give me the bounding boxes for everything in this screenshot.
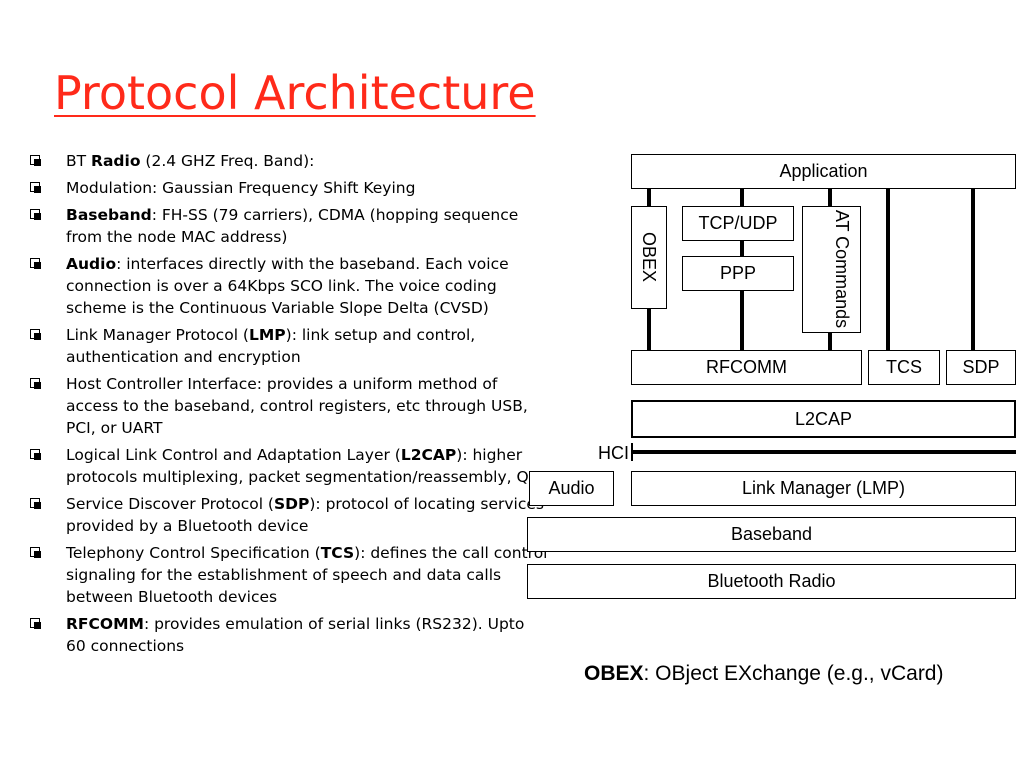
bullet-text: ): link setup and control, authenticatio…: [66, 326, 476, 366]
rfcomm-block: RFCOMM: [631, 350, 862, 385]
application-block: Application: [631, 154, 1016, 189]
checkbox-bullet-icon: [30, 209, 41, 220]
l2cap-block: L2CAP: [631, 400, 1016, 438]
checkbox-bullet-icon: [30, 449, 41, 460]
bullet-text: : interfaces directly with the baseband.…: [66, 255, 509, 317]
connector-line: [886, 188, 890, 351]
audio-block: Audio: [529, 471, 614, 506]
obex-footnote: OBEX: OBject EXchange (e.g., vCard): [584, 662, 943, 686]
bullet-item: BT Radio (2.4 GHZ Freq. Band):: [28, 150, 548, 172]
checkbox-bullet-icon: [30, 618, 41, 629]
hci-label: HCI: [598, 443, 629, 463]
bullet-item: Audio: interfaces directly with the base…: [28, 253, 548, 319]
obex-footnote-term: OBEX: [584, 662, 644, 685]
hci-line: [631, 450, 1016, 454]
bullet-text: Logical Link Control and Adaptation Laye…: [66, 446, 401, 464]
bullet-item: RFCOMM: provides emulation of serial lin…: [28, 613, 548, 657]
connector-line: [740, 188, 744, 208]
bullet-text: Modulation: Gaussian Frequency Shift Key…: [66, 179, 416, 197]
bluetooth-radio-block: Bluetooth Radio: [527, 564, 1016, 599]
link-manager-block: Link Manager (LMP): [631, 471, 1016, 506]
at-commands-block: [802, 206, 861, 333]
bullet-term: LMP: [248, 326, 286, 344]
ppp-block: PPP: [682, 256, 794, 291]
bullet-text: BT: [66, 152, 92, 170]
bullet-text: : provides emulation of serial links (RS…: [66, 615, 525, 655]
bullet-text: ): protocol of locating services provide…: [66, 495, 544, 535]
checkbox-bullet-icon: [30, 498, 41, 509]
bullet-item: Logical Link Control and Adaptation Laye…: [28, 444, 548, 488]
checkbox-bullet-icon: [30, 155, 41, 166]
bullet-term: Radio: [91, 152, 141, 170]
connector-line: [971, 188, 975, 351]
bullet-item: Baseband: FH-SS (79 carriers), CDMA (hop…: [28, 204, 548, 248]
connector-line: [647, 308, 651, 351]
baseband-block: Baseband: [527, 517, 1016, 552]
checkbox-bullet-icon: [30, 182, 41, 193]
connector-line: [740, 291, 744, 351]
bullet-text: (2.4 GHZ Freq. Band):: [140, 152, 315, 170]
obex-label: OBEX: [639, 231, 659, 283]
bullet-text: Host Controller Interface: provides a un…: [66, 375, 528, 437]
checkbox-bullet-icon: [30, 547, 41, 558]
checkbox-bullet-icon: [30, 329, 41, 340]
bullet-term: TCS: [320, 544, 355, 562]
at-commands-label: AT Commands: [832, 209, 852, 329]
bullet-text: Service Discover Protocol (: [66, 495, 274, 513]
bullet-list: BT Radio (2.4 GHZ Freq. Band): Modulation…: [28, 150, 548, 662]
obex-footnote-text: : OBject EXchange (e.g., vCard): [643, 662, 944, 685]
connector-line: [828, 332, 832, 351]
checkbox-bullet-icon: [30, 258, 41, 269]
bullet-text: ): defines the call control signaling fo…: [66, 544, 548, 606]
connector-line: [647, 188, 651, 208]
bullet-term: Audio: [66, 255, 117, 273]
checkbox-bullet-icon: [30, 378, 41, 389]
bullet-item: Telephony Control Specification (TCS): d…: [28, 542, 548, 608]
bullet-term: SDP: [273, 495, 310, 513]
bullet-term: L2CAP: [400, 446, 457, 464]
obex-block: [631, 206, 667, 309]
bullet-text: Telephony Control Specification (: [66, 544, 321, 562]
bullet-term: RFCOMM: [66, 615, 144, 633]
bullet-item: Modulation: Gaussian Frequency Shift Key…: [28, 177, 548, 199]
sdp-block: SDP: [946, 350, 1016, 385]
page-title: Protocol Architecture: [54, 66, 536, 120]
connector-line: [828, 188, 832, 208]
tcs-block: TCS: [868, 350, 940, 385]
bullet-text: : FH-SS (79 carriers), CDMA (hopping seq…: [66, 206, 519, 246]
tcp-udp-block: TCP/UDP: [682, 206, 794, 241]
bullet-term: Baseband: [66, 206, 152, 224]
bullet-item: Link Manager Protocol (LMP): link setup …: [28, 324, 548, 368]
bullet-item: Host Controller Interface: provides a un…: [28, 373, 548, 439]
bullet-item: Service Discover Protocol (SDP): protoco…: [28, 493, 548, 537]
connector-line: [740, 240, 744, 258]
bullet-text: Link Manager Protocol (: [66, 326, 249, 344]
bullet-text: ): higher protocols multiplexing, packet…: [66, 446, 549, 486]
